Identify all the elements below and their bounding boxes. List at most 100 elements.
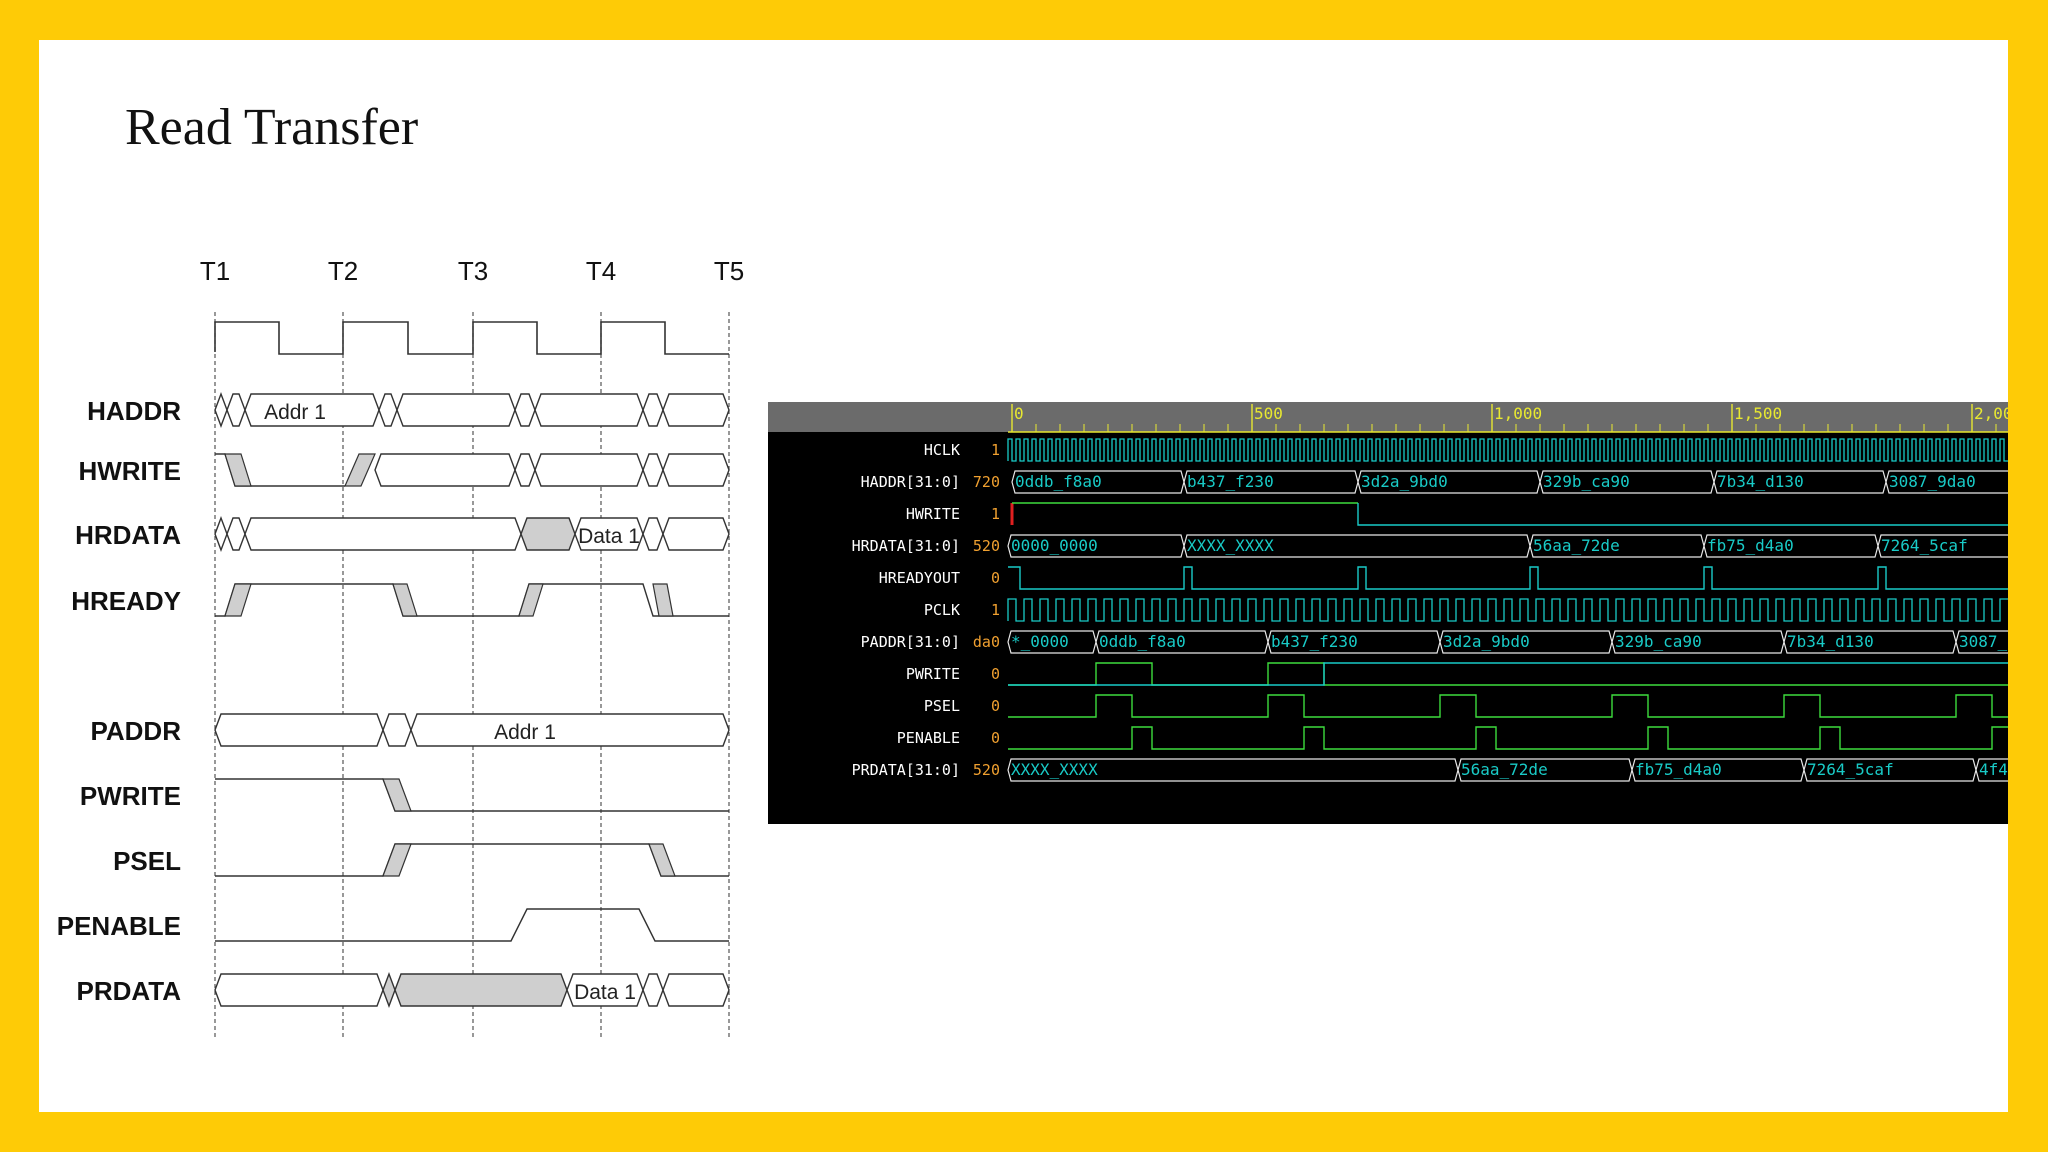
haddr-segment-label: Addr 1 [264, 401, 326, 424]
bus-value: 0ddb_f8a0 [1015, 472, 1102, 491]
hready-transition [224, 583, 252, 617]
signal-label-penable: PENABLE [57, 911, 181, 941]
bus-value: *_0000 [1011, 632, 1069, 651]
clock-label-t5: T5 [714, 256, 744, 286]
bus-value: 3d2a_9bd0 [1361, 472, 1448, 491]
bus-segment [662, 973, 730, 1007]
ruler-label: 0 [1014, 404, 1024, 423]
bus-segment [214, 516, 228, 552]
bus-segment [520, 517, 576, 551]
ruler-label: 1,500 [1734, 404, 1782, 423]
ruler-label-area [768, 402, 1008, 432]
bus-value: b437_f230 [1187, 472, 1274, 491]
hwrite-transition [224, 453, 252, 487]
bus-segment [214, 713, 384, 747]
psel-transition [382, 843, 412, 877]
bus-value: 7b34_d130 [1787, 632, 1874, 651]
penable-wave [215, 908, 729, 942]
wave-signal-value: 720 [973, 473, 1000, 491]
signal-label-psel: PSEL [113, 846, 181, 876]
signal-label-haddr: HADDR [87, 396, 181, 426]
clock-waveform [214, 321, 729, 355]
bus-segment [642, 453, 664, 487]
bus-segment [534, 453, 644, 487]
paddr-segment-label: Addr 1 [494, 721, 556, 744]
bus-segment [662, 517, 730, 551]
wave-signal-value: 520 [973, 761, 1000, 779]
wave-signal-value: 1 [991, 505, 1000, 523]
bus-value: XXXX_XXXX [1187, 536, 1274, 555]
wave-signal-name: HCLK [924, 441, 960, 459]
signal-label-prdata: PRDATA [77, 976, 182, 1006]
bus-value: 3087_9da0 [1889, 472, 1976, 491]
bus-segment [226, 393, 246, 427]
bus-value: fb75_d4a0 [1707, 536, 1794, 555]
prdata-segment-label: Data 1 [574, 981, 636, 1004]
bus-value: 0000_0000 [1011, 536, 1098, 555]
bus-segment [514, 453, 536, 487]
hrdata-segment-label: Data 1 [578, 525, 640, 548]
bus-segment [514, 393, 536, 427]
bus-segment [662, 393, 730, 427]
bus-segment [396, 393, 516, 427]
clock-label-t3: T3 [458, 256, 488, 286]
wave-signal-name: PSEL [924, 697, 960, 715]
hready-transition [392, 583, 418, 617]
wave-signal-name: HWRITE [906, 505, 960, 523]
bus-segment [534, 393, 644, 427]
bus-value: 329b_ca90 [1615, 632, 1702, 651]
signal-wave [1008, 694, 2008, 718]
wave-signal-value: 0 [991, 729, 1000, 747]
bus-segment [662, 453, 730, 487]
bus-segment [642, 517, 664, 551]
bus-value: 7264_5caf [1807, 760, 1894, 779]
signal-wave [1008, 726, 2008, 750]
wave-signal-name: HREADYOUT [879, 569, 960, 587]
bus-segment [382, 713, 412, 747]
pwrite-transition [382, 778, 412, 812]
wave-signal-name: PWRITE [906, 665, 960, 683]
bus-segment [1975, 758, 2008, 782]
wave-signal-value: da0 [973, 633, 1000, 651]
bus-value: 0ddb_f8a0 [1099, 632, 1186, 651]
wave-signal-name: PENABLE [897, 729, 960, 747]
ruler-label: 1,000 [1494, 404, 1542, 423]
hwrite-transition [344, 453, 376, 487]
wave-signal-value: 0 [991, 569, 1000, 587]
bus-segment [642, 393, 664, 427]
bus-value: 56aa_72de [1533, 536, 1620, 555]
bus-segment [1955, 630, 2008, 654]
bus-value: 4f47_3520 [1979, 760, 2008, 779]
bus-value: fb75_d4a0 [1635, 760, 1722, 779]
clock-wave [1007, 598, 2008, 622]
wave-signal-name: PADDR[31:0] [861, 633, 960, 651]
bus-segment [1877, 534, 2008, 558]
wave-signal-name: PRDATA[31:0] [852, 761, 960, 779]
slide-title: Read Transfer [125, 99, 419, 156]
wave-signal-value: 0 [991, 665, 1000, 683]
bus-segment [374, 453, 516, 487]
wave-signal-value: 1 [991, 601, 1000, 619]
bus-value: 7264_5caf [1881, 536, 1968, 555]
bus-value: 3087_9da0 [1959, 632, 2008, 651]
bus-segment [382, 972, 396, 1008]
bus-segment [214, 392, 228, 428]
pwrite-wave [215, 778, 729, 812]
clock-label-t1: T1 [200, 256, 230, 286]
bus-segment [394, 973, 568, 1007]
clock-label-t2: T2 [328, 256, 358, 286]
bus-value: 329b_ca90 [1543, 472, 1630, 491]
bus-value: b437_f230 [1271, 632, 1358, 651]
viewer-background [768, 402, 2008, 824]
signal-label-hready: HREADY [71, 586, 181, 616]
bus-value: 3d2a_9bd0 [1443, 632, 1530, 651]
bus-value: 7b34_d130 [1717, 472, 1804, 491]
bus-segment [244, 517, 522, 551]
bus-value: XXXX_XXXX [1011, 760, 1098, 779]
hready-transition [652, 583, 674, 617]
wave-signal-name: PCLK [924, 601, 960, 619]
wave-signal-value: 520 [973, 537, 1000, 555]
bus-value: 56aa_72de [1461, 760, 1548, 779]
